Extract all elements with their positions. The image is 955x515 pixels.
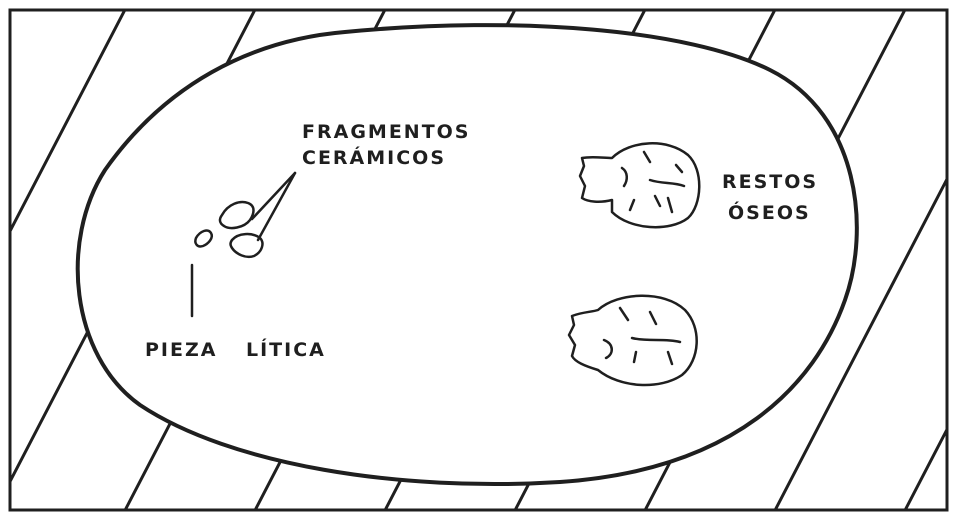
ceramic-fragment-2: [229, 232, 264, 259]
ceramic-fragment-1: [218, 200, 255, 230]
skull-lower: [567, 294, 698, 387]
label-restos-line1: RESTOS: [722, 171, 818, 193]
label-fragmentos-line2: CERÁMICOS: [302, 146, 446, 169]
skull-upper-outline: [578, 142, 701, 229]
burial-pit-outline: [75, 23, 859, 487]
skull-lower-outline: [567, 294, 698, 387]
label-fragmentos-line1: FRAGMENTOS: [302, 121, 471, 143]
ceramic-pointer-line-1: [250, 171, 297, 221]
label-pieza: PIEZA: [145, 339, 217, 361]
label-restos-line2: ÓSEOS: [728, 200, 811, 224]
diagram-frame: [8, 8, 949, 512]
ceramic-fragment-3: [194, 229, 213, 248]
skull-upper: [578, 142, 701, 229]
ceramic-pointer-line-2: [256, 171, 297, 242]
ceramic-fragments: [194, 171, 297, 259]
label-litica: LÍTICA: [246, 338, 326, 361]
